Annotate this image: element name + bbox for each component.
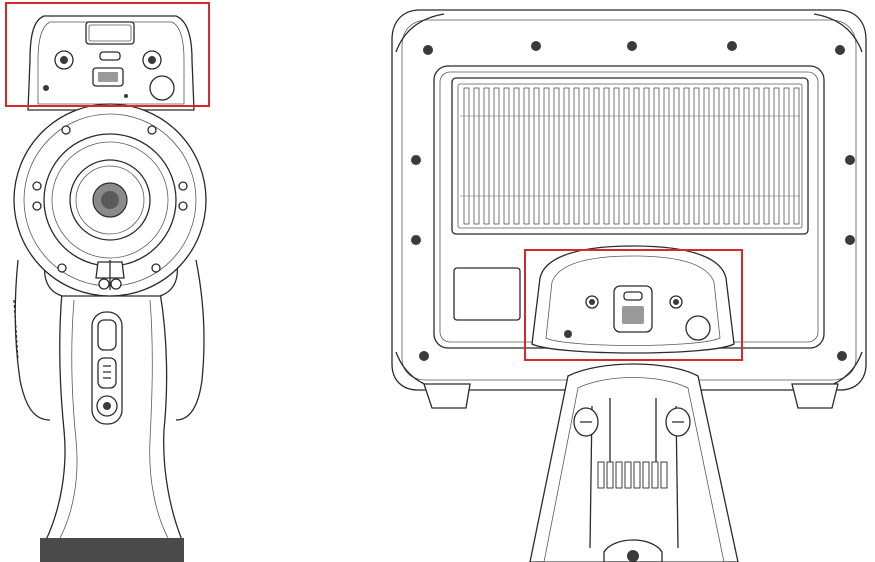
stand-tooth	[606, 461, 614, 489]
highlight-box-handheld-ports	[5, 2, 210, 107]
heatsink-fin	[463, 87, 470, 225]
heatsink-fin	[723, 87, 730, 225]
heatsink-fin	[553, 87, 560, 225]
heatsink-fin	[673, 87, 680, 225]
stand-tooth	[597, 461, 605, 489]
monitor-ports	[564, 285, 711, 341]
heatsink-fin	[683, 87, 690, 225]
stand-tooth	[642, 461, 650, 489]
heatsink-fin	[493, 87, 500, 225]
heatsink-fin	[503, 87, 510, 225]
stand-tooth	[615, 461, 623, 489]
heatsink-fin	[713, 87, 720, 225]
heatsink-fin	[613, 87, 620, 225]
stand-tooth	[633, 461, 641, 489]
heatsink-fin	[693, 87, 700, 225]
grip-buttons	[91, 311, 123, 425]
heatsink-fin	[653, 87, 660, 225]
stand-tooth	[651, 461, 659, 489]
heatsink-fin	[513, 87, 520, 225]
heatsink-fin	[623, 87, 630, 225]
heatsink-fin	[533, 87, 540, 225]
stand-knobs	[573, 407, 691, 437]
heatsink-fin	[483, 87, 490, 225]
heatsink-fins	[460, 87, 800, 225]
heatsink-fin	[593, 87, 600, 225]
heatsink-fin	[573, 87, 580, 225]
stand-teeth	[597, 461, 668, 489]
stand-tooth	[660, 461, 668, 489]
heatsink-fin	[523, 87, 530, 225]
heatsink-fin	[663, 87, 670, 225]
heatsink-fin	[763, 87, 770, 225]
heatsink-fin	[633, 87, 640, 225]
handheld-top-ports	[43, 50, 175, 101]
heatsink-fin	[743, 87, 750, 225]
heatsink-fin	[603, 87, 610, 225]
monitor-device	[391, 9, 867, 562]
handheld-device	[13, 15, 207, 562]
heatsink-fin	[703, 87, 710, 225]
handheld-base	[40, 538, 184, 562]
highlight-box-monitor-ports	[524, 249, 743, 361]
heatsink-fin	[643, 87, 650, 225]
heatsink-fin	[793, 87, 800, 225]
monitor-screws	[411, 41, 855, 361]
heatsink-fin	[733, 87, 740, 225]
heatsink-fin	[783, 87, 790, 225]
heatsink-fin	[773, 87, 780, 225]
status-window	[85, 21, 135, 45]
ring-screws	[32, 125, 188, 273]
stand-tooth	[624, 461, 632, 489]
heatsink-fin	[583, 87, 590, 225]
heatsink-fin	[473, 87, 480, 225]
heatsink-fin	[563, 87, 570, 225]
heatsink-fin	[753, 87, 760, 225]
heatsink-fin	[543, 87, 550, 225]
